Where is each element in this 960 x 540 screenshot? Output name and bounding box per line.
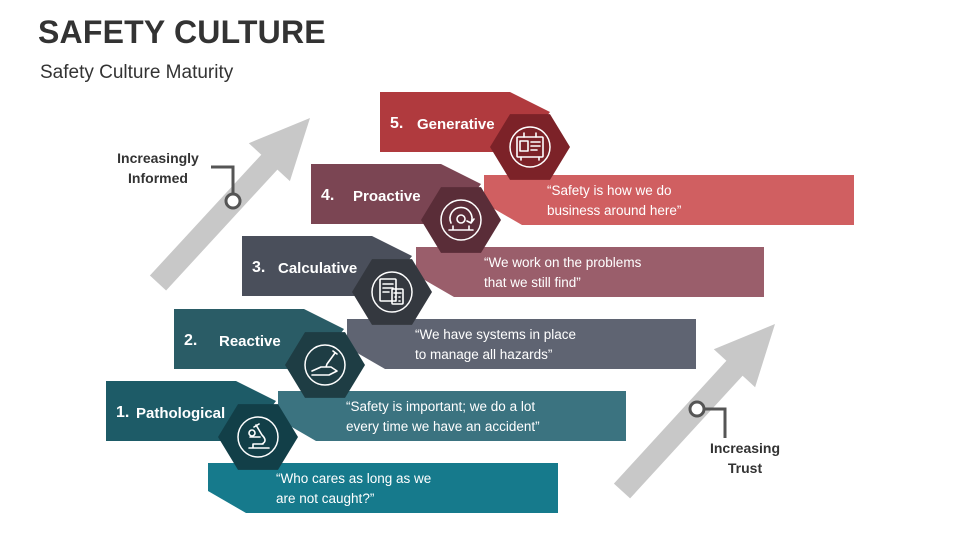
step-1-quote-line: are not caught?”	[276, 491, 374, 506]
step-1-quote-band	[208, 463, 558, 513]
left-connector-line	[211, 165, 235, 201]
page-subtitle: Safety Culture Maturity	[40, 62, 234, 83]
right-arrow-label-line2: Trust	[728, 460, 763, 476]
step-2-name: Reactive	[219, 333, 281, 350]
cycle-icon	[448, 206, 475, 231]
microscope-icon	[248, 423, 270, 449]
step-1-quote-line: “Who cares as long as we	[276, 471, 431, 486]
step-5: 5. Generative “Safety is how we do business…	[380, 92, 854, 225]
step-3-number: 3.	[252, 259, 265, 276]
step-4-icon-ring	[440, 199, 482, 241]
step-3-quote-line: to manage all hazards”	[415, 347, 552, 362]
step-4-hexagon	[421, 187, 501, 253]
step-1: 1. Pathological “Who cares as long as we ar…	[106, 381, 558, 513]
step-5-name: Generative	[417, 116, 495, 133]
step-5-quote-band	[484, 175, 854, 225]
step-5-icon-ring	[509, 126, 551, 168]
hand-pen-icon	[311, 350, 338, 376]
step-4-quote-line: “We work on the problems	[484, 255, 642, 270]
step-5-hexagon	[490, 114, 570, 180]
step-5-quote-line: “Safety is how we do	[547, 183, 672, 198]
right-arrow-label-line1: Increasing	[710, 440, 780, 456]
step-2: 2. Reactive “Safety is important; we do a …	[174, 309, 626, 441]
steps-group: 5. Generative “Safety is how we do business…	[106, 92, 854, 513]
step-2-quote-band	[278, 391, 626, 441]
step-5-number: 5.	[390, 115, 403, 132]
page-title: SAFETY CULTURE	[38, 14, 326, 50]
step-5-quote-line: business around here”	[547, 203, 681, 218]
right-connector-line	[697, 407, 727, 438]
step-3-icon-ring	[371, 271, 413, 313]
step-4: 4. Proactive “We work on the problems that …	[311, 164, 764, 297]
step-2-number: 2.	[184, 332, 197, 349]
step-3-quote-line: “We have systems in place	[415, 327, 576, 342]
step-2-quote-line: every time we have an accident”	[346, 419, 540, 434]
step-2-quote-line: “Safety is important; we do a lot	[346, 399, 535, 414]
step-1-icon-ring	[237, 416, 279, 458]
document-calculator-icon	[379, 278, 404, 305]
step-3-name: Calculative	[278, 260, 357, 277]
step-3-quote-band	[347, 319, 696, 369]
left-arrow-label-line1: Increasingly	[117, 150, 199, 166]
step-4-name: Proactive	[353, 188, 421, 205]
step-3: 3. Calculative “We have systems in place to…	[242, 236, 696, 369]
step-2-icon-ring	[304, 344, 346, 386]
step-2-hexagon	[285, 332, 365, 398]
step-4-quote-band	[416, 247, 764, 297]
control-panel-icon	[516, 132, 544, 161]
step-1-number: 1.	[116, 404, 129, 421]
increasing-trust-arrow: Increasing Trust	[613, 324, 780, 499]
increasingly-informed-arrow: Increasingly Informed	[117, 118, 310, 291]
step-4-quote-line: that we still find”	[484, 275, 581, 290]
left-connector-dot	[224, 192, 242, 210]
step-4-number: 4.	[321, 187, 334, 204]
left-arrow-label-line2: Informed	[128, 170, 188, 186]
step-1-name: Pathological	[136, 405, 225, 422]
right-connector-dot	[688, 400, 706, 418]
